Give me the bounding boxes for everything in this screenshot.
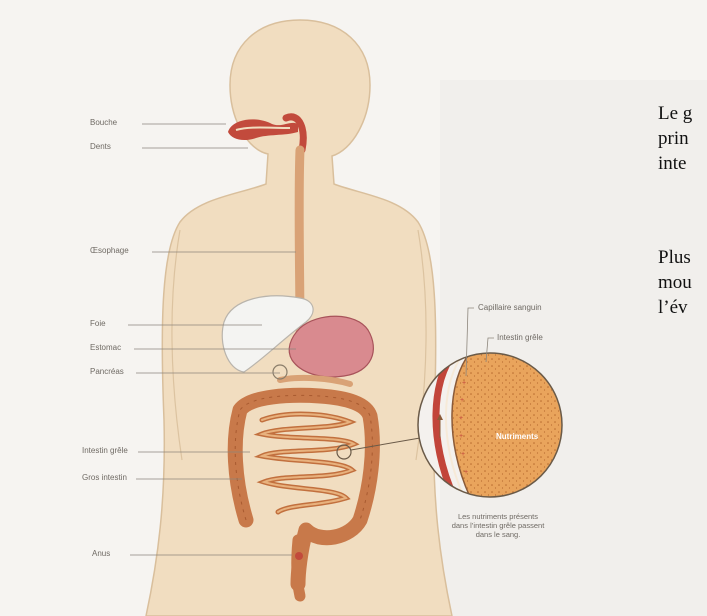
label-estomac: Estomac [90, 343, 121, 352]
side-text-line: l’év [658, 295, 692, 320]
label-intestin-grele-zoom: Intestin grêle [497, 333, 543, 342]
label-oesophage: Œsophage [90, 246, 129, 255]
svg-text:+: + [462, 380, 466, 387]
label-dents: Dents [90, 142, 111, 151]
side-text-line: mou [658, 270, 692, 295]
label-bouche: Bouche [90, 118, 117, 127]
svg-text:+: + [459, 415, 463, 422]
anus-marker [295, 552, 303, 560]
rectum [297, 540, 300, 596]
side-text-line: prin [658, 126, 692, 151]
svg-text:+: + [461, 451, 465, 458]
label-anus: Anus [92, 549, 110, 558]
label-capillaire-sanguin: Capillaire sanguin [478, 303, 542, 312]
side-paragraph-1: Le g prin inte [658, 101, 692, 176]
caption-line-1: Les nutriments présents [436, 512, 560, 521]
side-text-line: Le g [658, 101, 692, 126]
side-text-line: inte [658, 151, 692, 176]
label-intestin-grele: Intestin grêle [82, 446, 128, 455]
caption-line-2: dans l’intestin grêle passent [436, 521, 560, 530]
label-foie: Foie [90, 319, 106, 328]
side-paragraph-2: Plus mou l’év [658, 245, 692, 320]
svg-text:+: + [460, 397, 464, 404]
svg-text:+: + [459, 433, 463, 440]
svg-text:+: + [464, 469, 468, 476]
label-gros-intestin: Gros intestin [82, 473, 127, 482]
side-text-line: Plus [658, 245, 692, 270]
caption-line-3: dans le sang. [436, 530, 560, 539]
label-nutriments: Nutriments [496, 432, 538, 441]
label-pancreas: Pancréas [90, 367, 124, 376]
zoom-caption: Les nutriments présents dans l’intestin … [436, 512, 560, 539]
